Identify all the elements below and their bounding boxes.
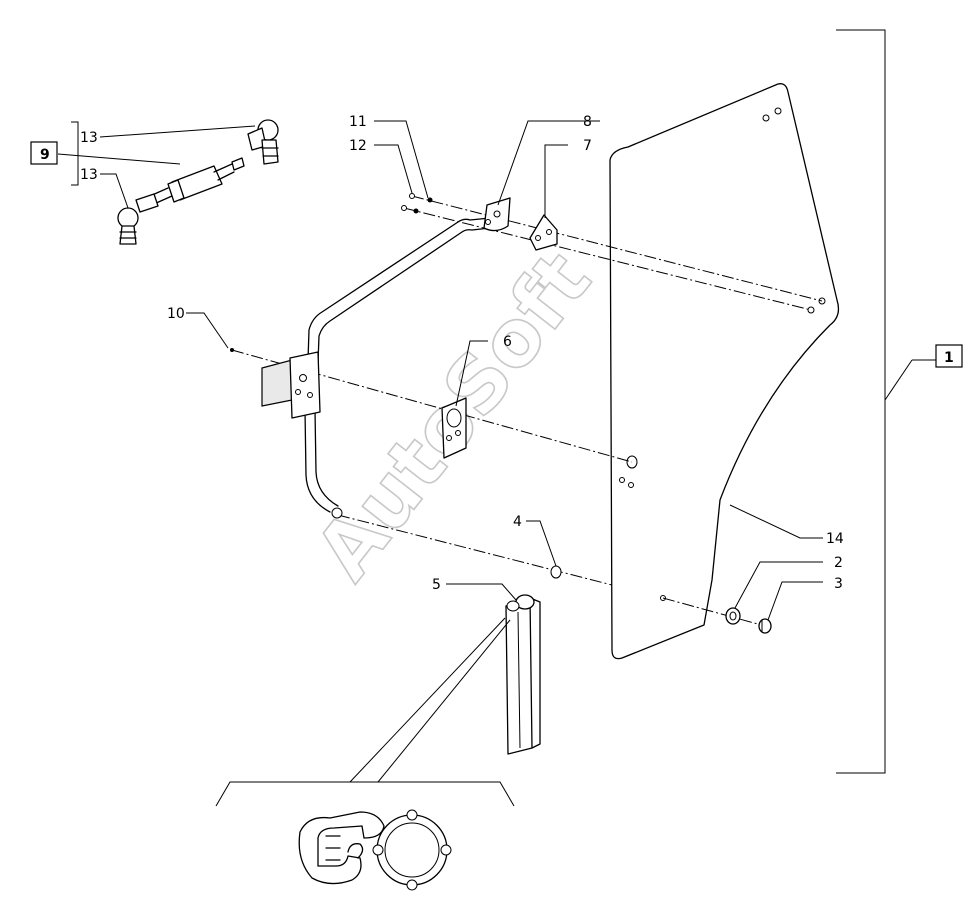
callout-12: 12 bbox=[349, 138, 367, 154]
callout-5: 5 bbox=[432, 577, 441, 593]
hinge-bracket bbox=[230, 348, 321, 419]
assembly-bracket bbox=[836, 29, 963, 774]
callout-11: 11 bbox=[349, 114, 367, 130]
callout-leaders bbox=[57, 120, 823, 621]
gas-strut-9 bbox=[117, 119, 279, 245]
section-view bbox=[215, 617, 515, 891]
plate-6 bbox=[441, 397, 467, 459]
plate-7 bbox=[529, 214, 558, 251]
callout-8: 8 bbox=[583, 114, 592, 130]
callout-2: 2 bbox=[834, 555, 843, 571]
callout-13-top: 13 bbox=[80, 130, 98, 146]
callout-10: 10 bbox=[167, 306, 185, 322]
callout-labels: 1 2 3 4 5 6 7 8 9 10 11 12 13 13 14 bbox=[40, 114, 954, 593]
bracket-8 bbox=[483, 197, 511, 232]
callout-box-9 bbox=[30, 141, 58, 165]
washer-4 bbox=[550, 565, 562, 579]
fasteners-11-12 bbox=[401, 193, 433, 214]
seal-strip-5 bbox=[505, 594, 541, 755]
door-glass-panel bbox=[609, 83, 840, 660]
callout-3: 3 bbox=[834, 576, 843, 592]
callout-4: 4 bbox=[513, 514, 522, 530]
callout-13-bottom: 13 bbox=[80, 167, 98, 183]
cap-nut-3 bbox=[758, 618, 772, 634]
callout-14: 14 bbox=[826, 531, 844, 547]
callout-1: 1 bbox=[944, 350, 954, 366]
door-frame-rod bbox=[304, 217, 491, 519]
callout-6: 6 bbox=[503, 334, 512, 350]
callout-9: 9 bbox=[40, 147, 50, 163]
seal-ring-2 bbox=[725, 607, 741, 625]
callout-7: 7 bbox=[583, 138, 592, 154]
